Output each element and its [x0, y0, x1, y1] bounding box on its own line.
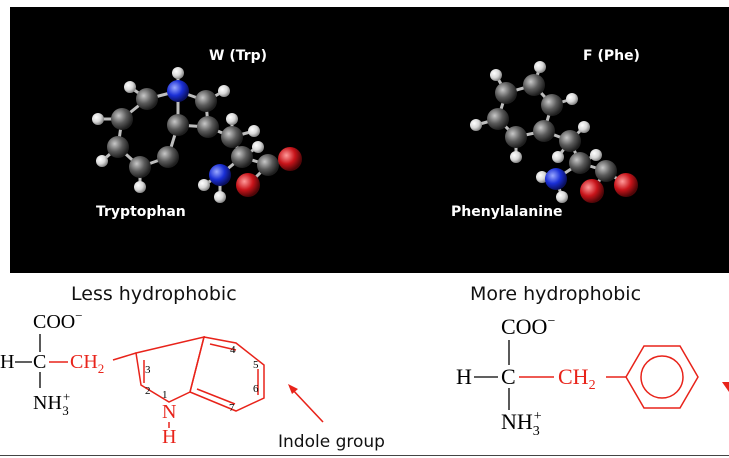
trp-coo: COO− — [33, 308, 83, 333]
svg-text:2: 2 — [145, 385, 151, 397]
svg-text:1: 1 — [162, 389, 168, 401]
trp-ch2: CH2 — [70, 351, 104, 376]
indole-arrow — [290, 387, 324, 423]
trp-c-alpha: C — [33, 351, 46, 373]
molecule-models — [92, 61, 638, 203]
tryptophan-structure: COO− H C NH+3 CH2 3 2 1 4 5 6 7 N H — [0, 308, 265, 448]
molecular-model-panel: W (Trp) Tryptophan F (Phe) Phenylalanine — [10, 7, 729, 273]
svg-text:5: 5 — [253, 359, 259, 371]
phe-nh3: NH+3 — [501, 409, 542, 439]
trp-ring-h: H — [162, 426, 176, 448]
trp-code-label: W (Trp) — [209, 48, 268, 64]
trp-h-left: H — [0, 351, 14, 373]
more-hydrophobic-heading: More hydrophobic — [470, 283, 642, 305]
cropped-arrow-edge — [722, 382, 729, 392]
phe-h-left: H — [456, 364, 472, 389]
trp-nh3: NH+3 — [33, 389, 70, 418]
tryptophan-model — [92, 67, 302, 203]
phe-ch2: CH2 — [558, 364, 596, 393]
phe-code-label: F (Phe) — [583, 48, 640, 64]
svg-text:6: 6 — [253, 383, 259, 395]
phe-coo: COO− — [501, 314, 555, 339]
phenylalanine-model — [470, 61, 638, 203]
bottom-divider — [0, 455, 729, 456]
indole-arrowhead — [288, 384, 298, 394]
phenylalanine-structure: COO− H C NH+3 CH2 — [456, 314, 699, 439]
trp-ring-n: N — [162, 401, 176, 423]
svg-text:7: 7 — [229, 402, 235, 414]
less-hydrophobic-heading: Less hydrophobic — [71, 283, 237, 305]
svg-text:4: 4 — [230, 344, 236, 356]
svg-text:3: 3 — [145, 364, 151, 376]
phe-name-label: Phenylalanine — [451, 204, 563, 220]
trp-name-label: Tryptophan — [96, 204, 186, 220]
phe-c-alpha: C — [501, 364, 516, 389]
indole-group-label: Indole group — [278, 432, 385, 452]
